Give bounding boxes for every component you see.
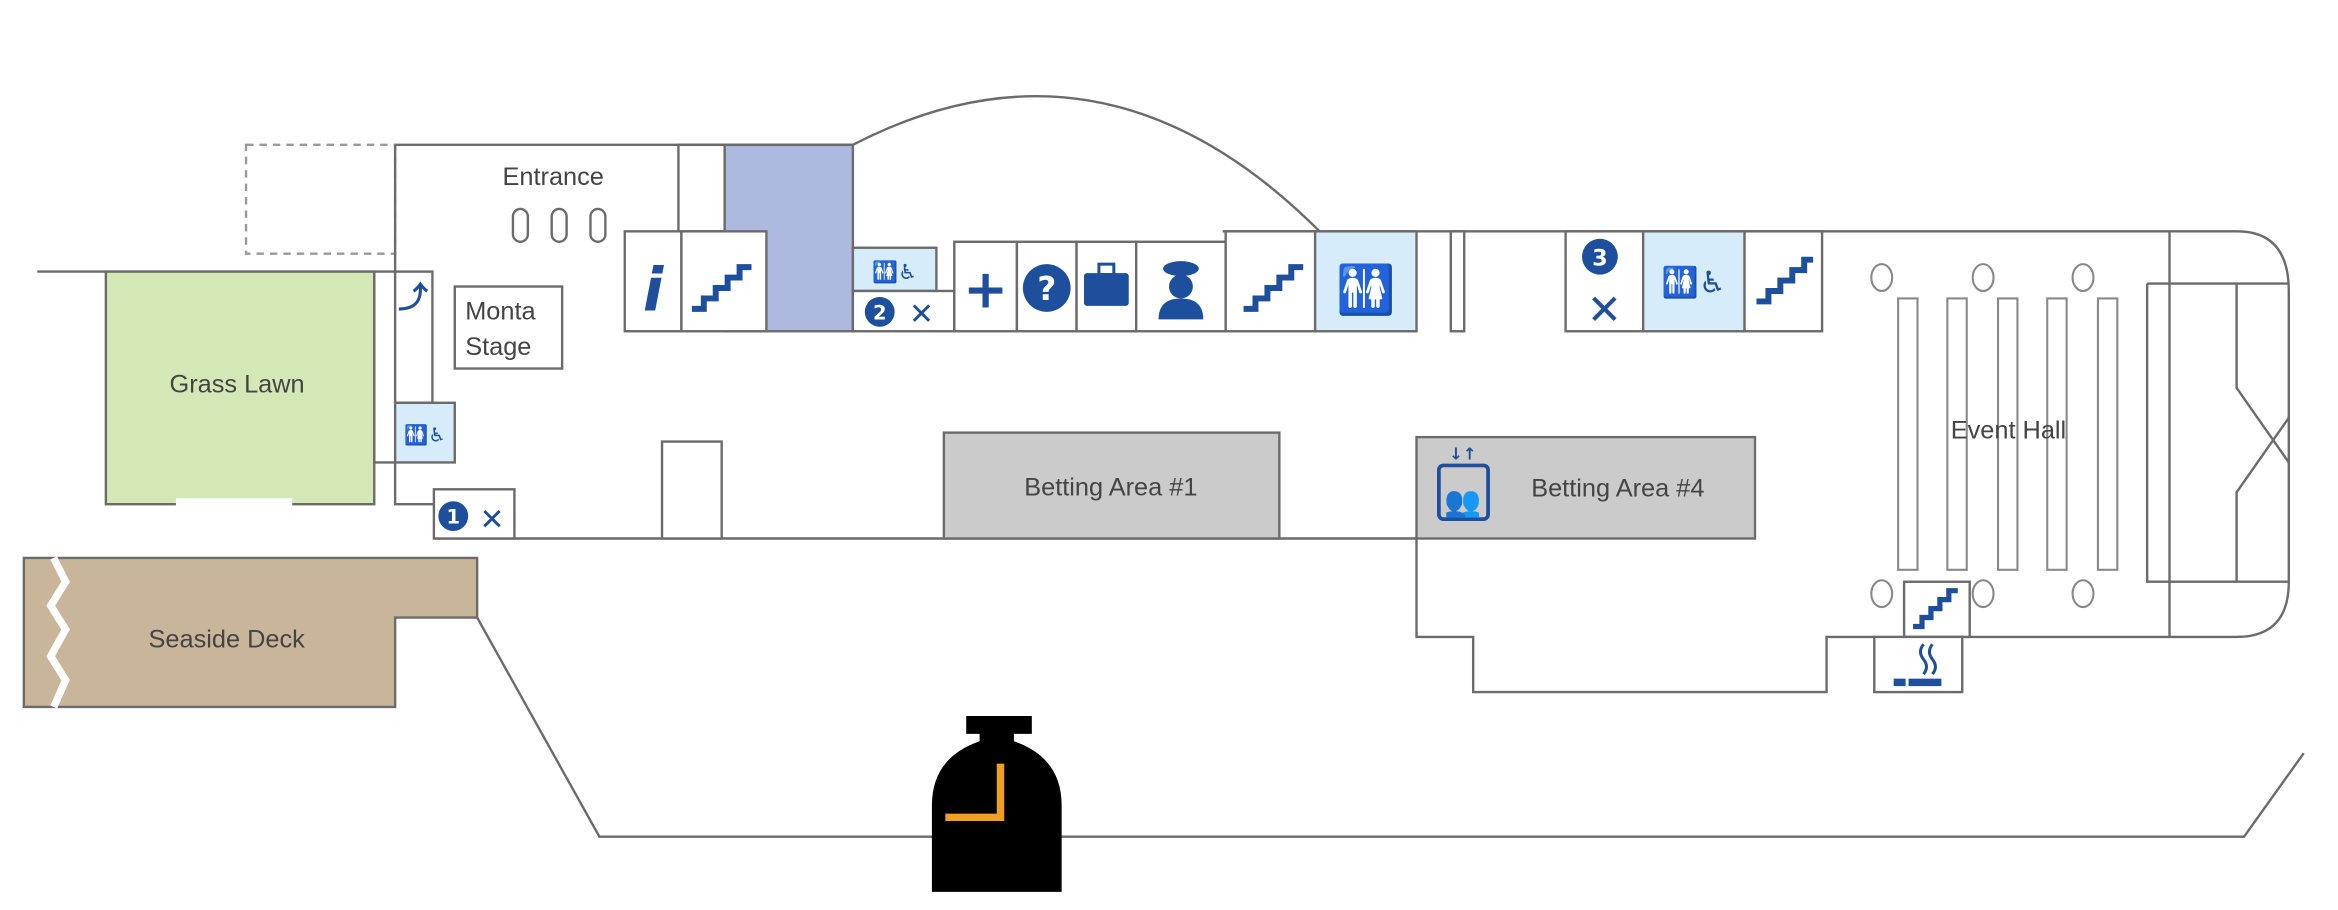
monta-stage-label: Monta xyxy=(465,297,536,325)
monta-stage-label-2: Stage xyxy=(465,333,531,361)
current-location-marker-icon[interactable] xyxy=(931,715,1062,892)
betting-area-4[interactable] xyxy=(1415,435,1757,540)
walls-right xyxy=(1222,230,2290,694)
pillar xyxy=(1449,230,1466,333)
stairs-icon xyxy=(1756,256,1814,305)
betting-area-4-label: Betting Area #4 xyxy=(1531,475,1704,503)
fork-knife-icon: ✕ xyxy=(480,503,505,538)
stairs-box[interactable] xyxy=(1224,230,1317,333)
restaurant-number: 2 xyxy=(873,301,886,324)
security-officer-icon xyxy=(1158,261,1204,320)
entrance-door[interactable] xyxy=(550,207,568,243)
event-hall-seating xyxy=(1870,263,2119,609)
number-badge-icon xyxy=(1582,238,1618,275)
info-icon: i xyxy=(643,256,665,325)
help-icon xyxy=(1022,264,1071,312)
seaside-deck-label: Seaside Deck xyxy=(149,625,306,653)
number-badge-icon xyxy=(864,296,895,327)
dashed-area xyxy=(244,143,397,255)
svg-text:?: ? xyxy=(1037,270,1056,308)
number-badge-icon xyxy=(438,501,469,532)
betting-area-1-label: Betting Area #1 xyxy=(1024,473,1197,501)
door xyxy=(660,440,723,540)
restroom-box[interactable] xyxy=(393,401,456,464)
restroom-icon: 🚻♿ xyxy=(404,424,446,447)
escalator-box xyxy=(393,270,434,405)
deck-break xyxy=(46,556,70,709)
escalator-icon: ⤴ xyxy=(398,280,428,315)
betting-area-1[interactable] xyxy=(942,431,1281,540)
event-hall-label: Event Hall xyxy=(1951,417,2066,445)
luggage-icon xyxy=(1084,273,1129,306)
stairs-icon xyxy=(1913,588,1958,630)
grass-lawn[interactable] xyxy=(104,270,376,506)
restroom-box[interactable] xyxy=(1313,230,1418,333)
restroom-icon: 🚻♿ xyxy=(1662,264,1726,300)
first-aid-cross-icon: + xyxy=(963,257,1008,320)
fork-knife-icon: ✕ xyxy=(909,297,934,332)
svg-text:👥: 👥 xyxy=(1444,485,1481,520)
restaurant-number: 1 xyxy=(447,506,460,529)
elevator-icon: 👥 ↓↑ xyxy=(1437,444,1490,521)
stairs-icon xyxy=(1243,264,1304,312)
entrance-door[interactable] xyxy=(511,207,530,243)
walls-top xyxy=(37,95,1321,273)
restroom-box[interactable] xyxy=(851,246,938,293)
info-box[interactable] xyxy=(623,230,683,333)
svg-text:↓↑: ↓↑ xyxy=(1449,444,1476,463)
fork-knife-icon: ✕ xyxy=(1587,285,1622,334)
entrance-door[interactable] xyxy=(589,207,607,243)
event-hall-stage xyxy=(2145,231,2290,637)
restroom-icon: 🚻 xyxy=(1336,262,1395,318)
restaurant-number: 3 xyxy=(1592,246,1608,272)
restroom-icon: 🚻♿ xyxy=(872,260,917,284)
seaside-deck[interactable] xyxy=(22,556,479,709)
first-aid-box[interactable] xyxy=(953,240,1019,333)
smoking-icon xyxy=(1893,643,1942,687)
restroom-box[interactable] xyxy=(1641,230,1746,333)
monta-stage[interactable] xyxy=(453,285,564,370)
entrance-label: Entrance xyxy=(503,163,604,191)
stairs-icon xyxy=(691,264,752,312)
grass-lawn-label: Grass Lawn xyxy=(170,370,305,398)
stairs-box[interactable] xyxy=(680,230,768,333)
hull-line xyxy=(433,537,2305,838)
